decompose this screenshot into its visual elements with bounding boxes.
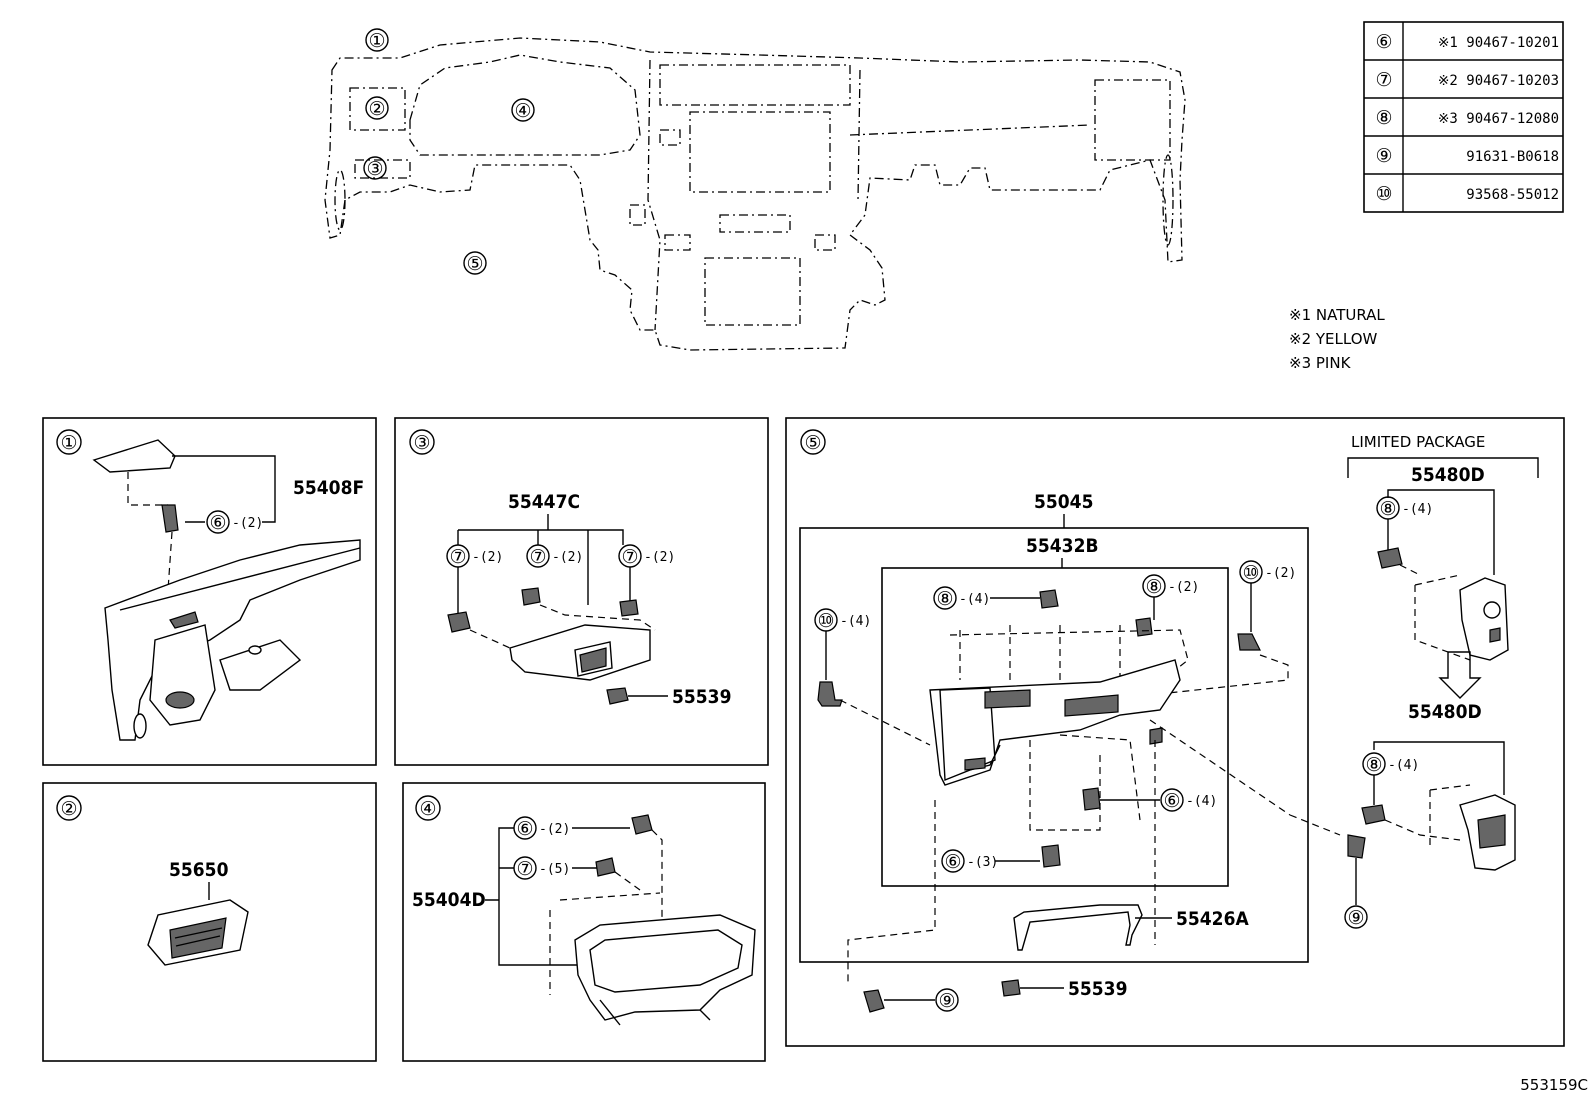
svg-text:-(4): -(4) bbox=[959, 592, 990, 607]
svg-text:-(2): -(2) bbox=[472, 550, 503, 565]
legend-part: 91631-B0618 bbox=[1466, 149, 1559, 165]
limited-package-label: LIMITED PACKAGE bbox=[1351, 433, 1485, 451]
part-number: 55480D bbox=[1411, 464, 1485, 486]
legend-part: ※2 90467-10203 bbox=[1438, 73, 1559, 89]
svg-text:⑥: ⑥ bbox=[209, 512, 226, 534]
svg-text:⑦: ⑦ bbox=[449, 546, 466, 568]
svg-text:※3 PINK: ※3 PINK bbox=[1289, 354, 1352, 372]
svg-text:④: ④ bbox=[419, 798, 436, 820]
svg-text:⑦: ⑦ bbox=[516, 858, 533, 880]
legend-ref: ⑧ bbox=[1375, 107, 1392, 129]
svg-text:⑧: ⑧ bbox=[1379, 498, 1396, 520]
part-number: 55045 bbox=[1034, 491, 1093, 513]
part-number: 55404D bbox=[412, 889, 486, 911]
svg-text:⑤: ⑤ bbox=[804, 432, 821, 454]
legend-part: ※3 90467-12080 bbox=[1438, 111, 1559, 127]
svg-text:-(5): -(5) bbox=[539, 862, 570, 877]
svg-text:-(4): -(4) bbox=[1186, 794, 1217, 809]
svg-text:⑩: ⑩ bbox=[1242, 562, 1259, 584]
dashboard-overview bbox=[324, 37, 1186, 351]
svg-text:⑨: ⑨ bbox=[938, 990, 955, 1012]
svg-text:※1 NATURAL: ※1 NATURAL bbox=[1289, 306, 1385, 324]
svg-text:-(2): -(2) bbox=[232, 516, 263, 531]
legend-table: ⑥ ※1 90467-10201 ⑦ ※2 90467-10203 ⑧ ※3 9… bbox=[1363, 21, 1564, 213]
panel-3: ③ 55447C ⑦ -(2) ⑦ -(2) ⑦ -(2) 55539 bbox=[394, 417, 769, 766]
panel-4: ④ ⑥ -(2) ⑦ -(5) 55404D bbox=[402, 782, 766, 1062]
svg-text:-(4): -(4) bbox=[840, 614, 871, 629]
svg-text:⑦: ⑦ bbox=[529, 546, 546, 568]
svg-text:⑦: ⑦ bbox=[621, 546, 638, 568]
svg-text:⑤: ⑤ bbox=[466, 253, 483, 275]
part-number: 55408F bbox=[293, 477, 364, 499]
svg-text:-(3): -(3) bbox=[967, 855, 998, 870]
part-number: 55650 bbox=[169, 859, 229, 881]
panel-5: ⑤ 55045 55432B ⑧ -(4) ⑧ -(2) ⑩ -(4) ⑩ -(… bbox=[785, 417, 1565, 1047]
svg-text:-(2): -(2) bbox=[1168, 580, 1199, 595]
part-number: 55447C bbox=[508, 491, 580, 513]
svg-text:④: ④ bbox=[514, 100, 531, 122]
overview-callouts: ① ② ③ ④ ⑤ bbox=[363, 28, 535, 275]
color-notes: ※1 NATURAL ※2 YELLOW ※3 PINK bbox=[1289, 306, 1385, 372]
legend-ref: ⑨ bbox=[1375, 145, 1392, 167]
svg-text:⑥: ⑥ bbox=[1163, 790, 1180, 812]
svg-text:⑨: ⑨ bbox=[1347, 907, 1364, 929]
legend-ref: ⑥ bbox=[1375, 31, 1392, 53]
panel-2: ② 55650 bbox=[42, 782, 377, 1062]
panel-1: ① ⑥ -(2) 55408F bbox=[42, 417, 377, 766]
svg-text:③: ③ bbox=[366, 158, 383, 180]
diagram-id: 553159C bbox=[1520, 1076, 1588, 1094]
svg-text:①: ① bbox=[60, 432, 77, 454]
part-number: 55539 bbox=[672, 686, 731, 708]
svg-text:⑥: ⑥ bbox=[944, 851, 961, 873]
svg-text:⑧: ⑧ bbox=[1365, 754, 1382, 776]
svg-text:-(2): -(2) bbox=[644, 550, 675, 565]
svg-text:⑥: ⑥ bbox=[516, 818, 533, 840]
part-number: 55426A bbox=[1176, 908, 1249, 930]
svg-text:※2 YELLOW: ※2 YELLOW bbox=[1289, 330, 1378, 348]
legend-ref: ⑦ bbox=[1375, 69, 1392, 91]
legend-part: ※1 90467-10201 bbox=[1438, 35, 1559, 51]
svg-text:-(4): -(4) bbox=[1388, 758, 1419, 773]
part-number: 55432B bbox=[1026, 535, 1099, 557]
svg-text:-(2): -(2) bbox=[552, 550, 583, 565]
legend-ref: ⑩ bbox=[1375, 183, 1392, 205]
svg-text:③: ③ bbox=[413, 432, 430, 454]
svg-text:①: ① bbox=[368, 30, 385, 52]
svg-text:②: ② bbox=[60, 798, 77, 820]
svg-text:-(2): -(2) bbox=[1265, 566, 1296, 581]
svg-text:⑩: ⑩ bbox=[817, 610, 834, 632]
svg-text:-(2): -(2) bbox=[539, 822, 570, 837]
svg-text:②: ② bbox=[368, 98, 385, 120]
part-number: 55480D bbox=[1408, 701, 1482, 723]
svg-text:⑧: ⑧ bbox=[936, 588, 953, 610]
svg-text:⑧: ⑧ bbox=[1145, 576, 1162, 598]
svg-text:-(4): -(4) bbox=[1402, 502, 1433, 517]
legend-part: 93568-55012 bbox=[1466, 187, 1559, 203]
part-number: 55539 bbox=[1068, 978, 1127, 1000]
